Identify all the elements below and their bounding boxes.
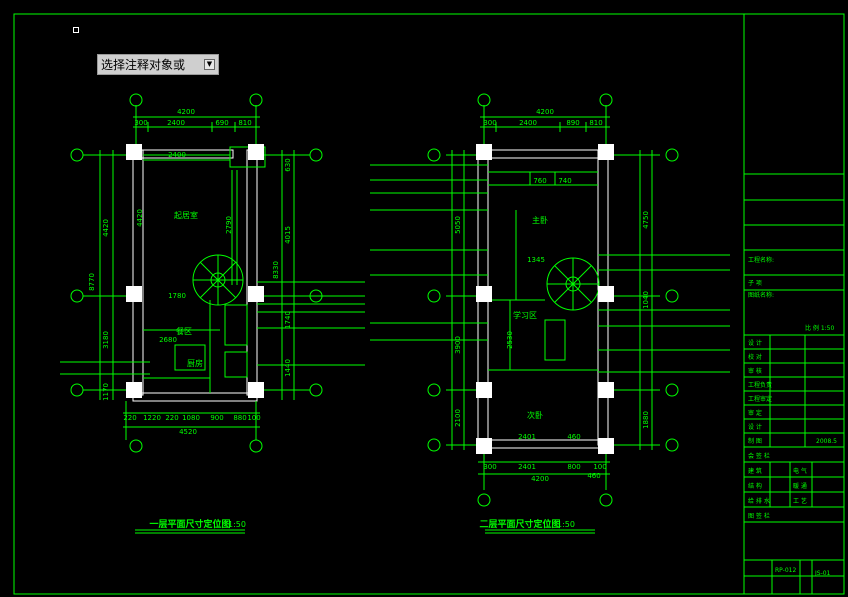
dropdown-arrow-icon[interactable]: ▼ [204,59,215,70]
tb-label-0: 会 签 栏 [748,452,770,460]
right-plan-right-dim-1: 1040 [642,291,650,309]
tb-row-3: 工程负责 [748,381,772,389]
tb-label-3: 给 排 水 [748,497,770,505]
tb-row-5: 审 定 [748,409,762,417]
right-plan-top-dim-0: 300 [483,119,496,127]
left-bottom-total-dim: 4520 [179,428,197,436]
right-plan-bottom-total: 4200 [531,475,549,483]
tb-scale-note: 比 例 1:50 [805,324,834,332]
floor-plan-level-2[interactable] [370,93,730,534]
right-plan-inner-bottom-0: 2401 [518,433,536,441]
floor-plan-level-1[interactable] [60,93,365,534]
tb-label-2: 结 构 [748,482,762,490]
tb-subproject: 子 项 [748,280,762,287]
right-plan-inner-bottom-1: 460 [567,433,580,441]
tb-row-6: 设 计 [748,423,762,431]
tb-label-6: 工 艺 [793,497,807,505]
left-total-vertical-dim: 8770 [88,273,96,291]
tb-sheet: JS-01 [814,570,831,577]
right-plan-inner-dim-1: 740 [558,177,571,185]
annotation-prompt-tooltip[interactable]: 选择注释对象或 ▼ [97,54,219,75]
right-plan-bottom-dim-2: 800 [567,463,580,471]
left-plan-scale: 1:50 [228,520,246,529]
left-plan-title: 一层平面尺寸定位图 [149,518,230,530]
annotation-prompt-text: 选择注释对象或 [101,58,186,72]
tb-label-5: 暖 通 [793,482,807,490]
tb-date: 2008.5 [816,438,837,445]
right-plan-top-dim-2: 890 [566,119,579,127]
right-plan-left-dim-2: 2100 [454,409,462,427]
left-bottom-dim-5: 880 [233,414,246,422]
tb-project-name: 工程名称: [748,256,774,264]
room-label-master: 主卧 [532,215,548,225]
right-plan-interior-dim-0: 1345 [527,256,545,264]
tb-code: RP-012 [775,567,796,574]
tb-row-1: 校 对 [748,353,762,361]
left-vertical-dim-1: 3180 [102,331,110,349]
tb-row-7: 制 图 [748,437,762,445]
right-plan-bottom-dim-3: 100 [593,463,606,471]
left-top-dim-2: 690 [215,119,228,127]
right-plan-inner-dim-0: 760 [533,177,546,185]
left-bottom-dim-6: 100 [247,414,260,422]
left-interior-dim-0: 4420 [136,209,144,227]
room-label-living: 起居室 [174,210,198,220]
left-interior-dim-2: 1780 [168,292,186,300]
left-top-dim-3: 810 [238,119,251,127]
right-plan-left-dim-1: 3900 [454,336,462,354]
right-vertical-dim-2: 1740 [284,311,292,329]
left-bottom-dim-2: 220 [165,414,178,422]
right-vertical-dim-1: 4015 [284,226,292,244]
left-top-dim-1: 2400 [167,119,185,127]
right-plan-interior-dim-1: 2530 [506,331,514,349]
right-plan-bottom-dim-1: 2401 [518,463,536,471]
tb-row-0: 设 计 [748,339,762,347]
drawing-frame [13,13,845,595]
room-label-kitchen: 厨房 [187,358,203,368]
right-vertical-dim-0: 630 [284,158,292,171]
tb-label-1: 建 筑 [748,467,762,475]
room-label-second: 次卧 [527,410,543,420]
right-plan-left-dim-0: 5050 [454,216,462,234]
right-plan-top-total: 4200 [536,108,554,116]
grip-square-icon[interactable] [73,27,79,33]
left-bottom-dim-0: 220 [123,414,136,422]
right-plan-right-dim-0: 4750 [642,211,650,229]
tb-row-4: 工程审定 [748,395,772,403]
left-vertical-dim-0: 4420 [102,219,110,237]
right-plan-bottom-sub: 460 [587,472,600,480]
left-top-dim-0: 300 [134,119,147,127]
right-plan-scale: 1:50 [557,520,575,529]
tb-label-4: 电 气 [793,467,807,475]
right-plan-top-dim-1: 2400 [519,119,537,127]
left-interior-dim-1: 2790 [225,216,233,234]
left-inner-top-dim: 2400 [168,151,186,159]
right-plan-bottom-dim-0: 300 [483,463,496,471]
tb-row-2: 审 核 [748,367,762,375]
right-total-vertical-dim: 8330 [272,261,280,279]
left-vertical-dim-2: 1170 [102,383,110,401]
left-bottom-dim-3: 1080 [182,414,200,422]
left-bottom-dim-1: 1220 [143,414,161,422]
tb-label-7: 图 签 栏 [748,512,770,520]
room-label-study: 学习区 [513,310,537,320]
right-plan-top-dim-3: 810 [589,119,602,127]
left-bottom-dim-4: 900 [210,414,223,422]
left-top-total-dim: 4200 [177,108,195,116]
room-label-dining: 餐区 [176,327,192,336]
right-plan-title: 二层平面尺寸定位图 [479,518,560,530]
right-plan-right-dim-2: 1880 [642,411,650,429]
right-vertical-dim-3: 1440 [284,359,292,377]
tb-drawing-name: 图纸名称: [748,291,774,299]
left-interior-dim-3: 2680 [159,336,177,344]
